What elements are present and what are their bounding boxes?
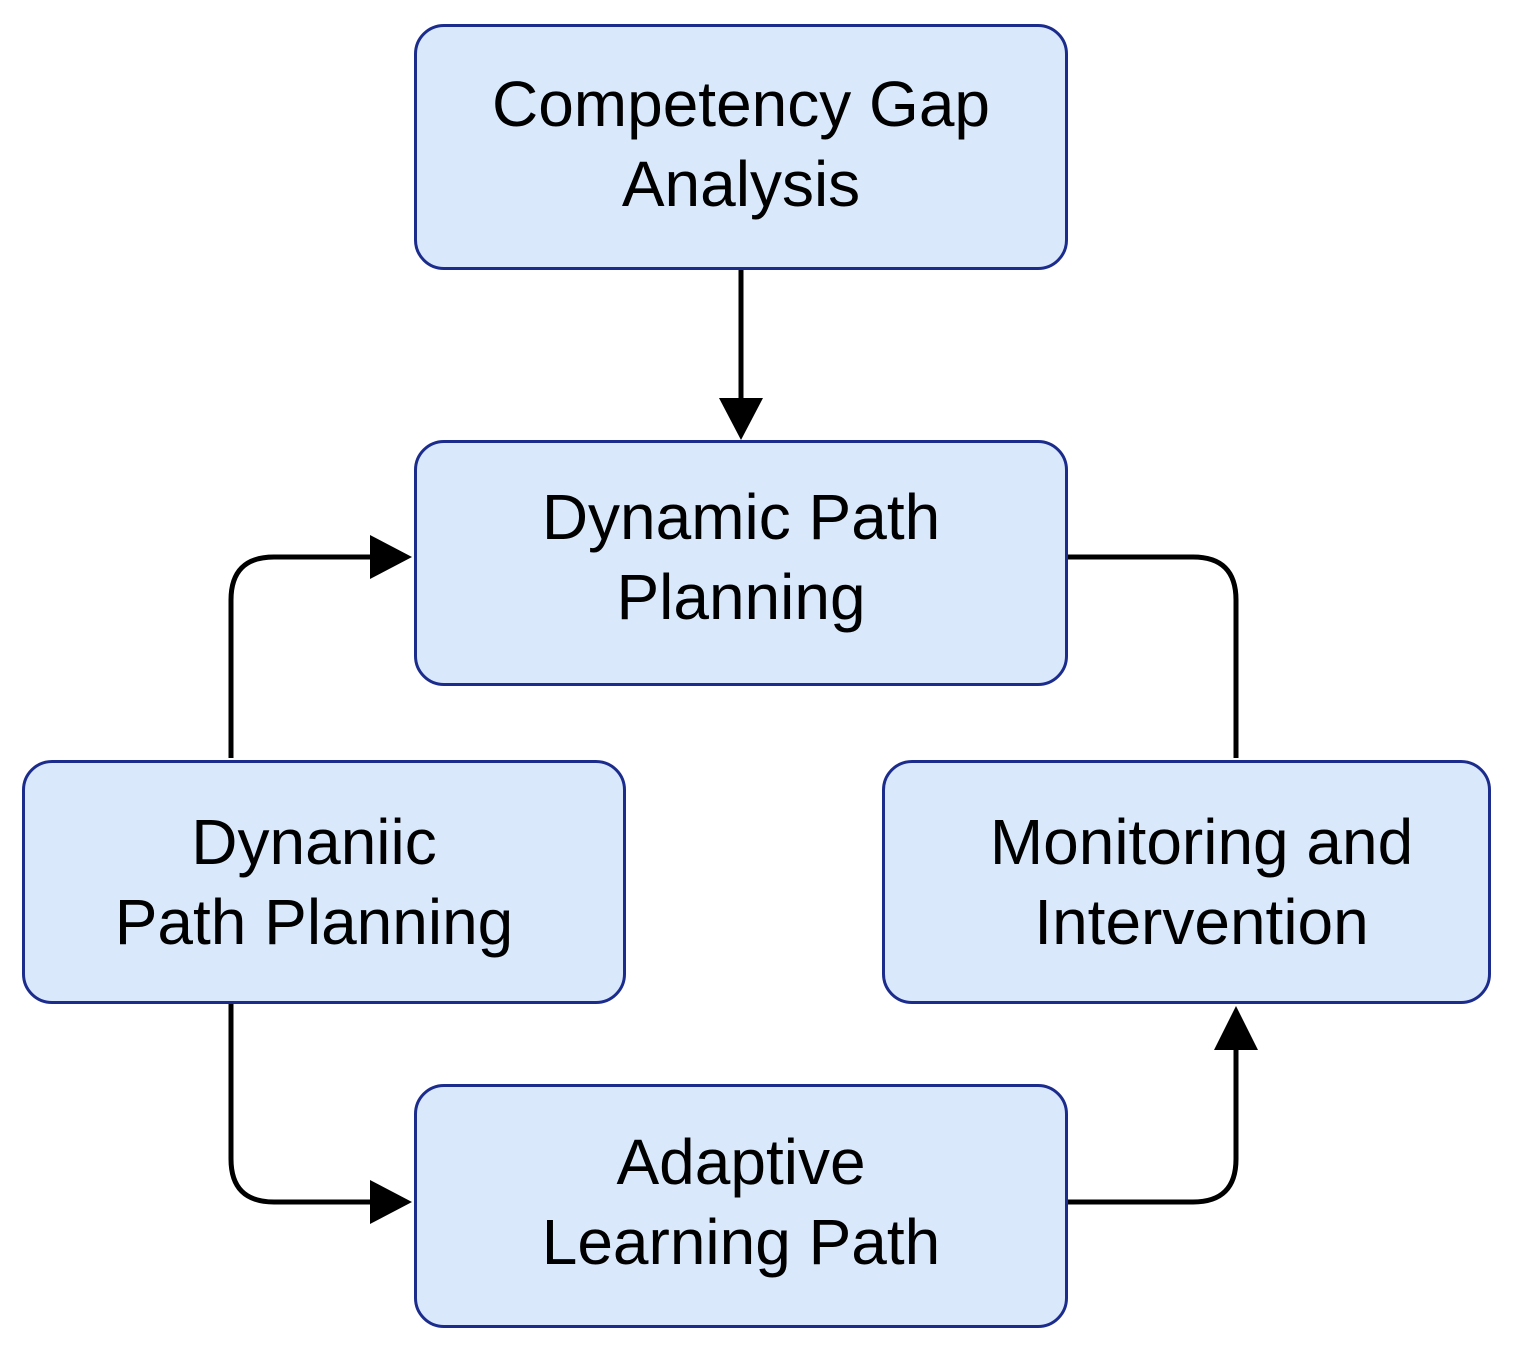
node-label: Dynamic Path Planning xyxy=(541,481,941,633)
node-monitoring-and-intervention: Monitoring and Intervention xyxy=(882,760,1491,1004)
connector-left-to-dpp xyxy=(228,535,412,758)
node-label: Dynaniic Path Planning xyxy=(114,806,514,958)
arrowhead-down-icon xyxy=(719,398,763,440)
arrowhead-right-icon xyxy=(370,535,412,579)
connector-dpp-to-right xyxy=(1068,554,1239,758)
connector-gap-to-dpp xyxy=(719,270,763,440)
connector-alp-to-right xyxy=(1068,1006,1258,1205)
connector-left-to-alp xyxy=(228,1004,412,1224)
node-dynamic-path-planning: Dynamic Path Planning xyxy=(414,440,1068,686)
node-dynaniic-path-planning: Dynaniic Path Planning xyxy=(22,760,626,1004)
arrowhead-up-icon xyxy=(1214,1006,1258,1050)
node-adaptive-learning-path: Adaptive Learning Path xyxy=(414,1084,1068,1328)
arrowhead-right-icon xyxy=(370,1180,412,1224)
node-label: Adaptive Learning Path xyxy=(541,1126,941,1278)
node-label: Competency Gap Analysis xyxy=(491,68,991,220)
node-label: Monitoring and Intervention xyxy=(989,806,1414,958)
node-competency-gap-analysis: Competency Gap Analysis xyxy=(414,24,1068,270)
